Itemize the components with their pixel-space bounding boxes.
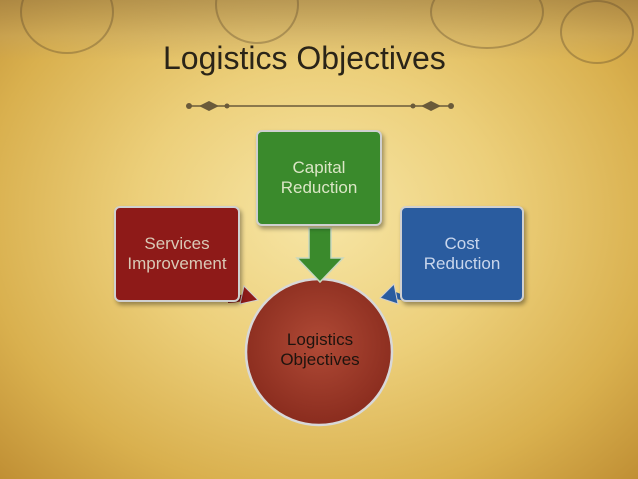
slide-title: Logistics Objectives [163, 40, 446, 76]
stamp-decoration [560, 0, 634, 64]
center-label: Logistics Objectives [255, 330, 385, 370]
services-arrow-head [239, 285, 259, 305]
center-label-line2: Objectives [280, 350, 360, 369]
capital-reduction-box: Capital Reduction [256, 130, 382, 226]
cost-label-line1: Cost [444, 234, 480, 253]
capital-label-line1: Capital [292, 158, 346, 177]
capital-label-line2: Reduction [280, 178, 358, 197]
vintage-stamp-background [0, 0, 638, 64]
services-label-line2: Improvement [127, 254, 227, 273]
cost-reduction-box: Cost Reduction [400, 206, 524, 302]
services-improvement-box: Services Improvement [114, 206, 240, 302]
title-divider-ornament [186, 101, 454, 111]
cost-arrow-head [379, 282, 399, 305]
center-label-line1: Logistics [286, 330, 354, 349]
cost-label-line2: Reduction [423, 254, 501, 273]
services-label-line1: Services [144, 234, 210, 253]
capital-arrow [295, 227, 345, 284]
